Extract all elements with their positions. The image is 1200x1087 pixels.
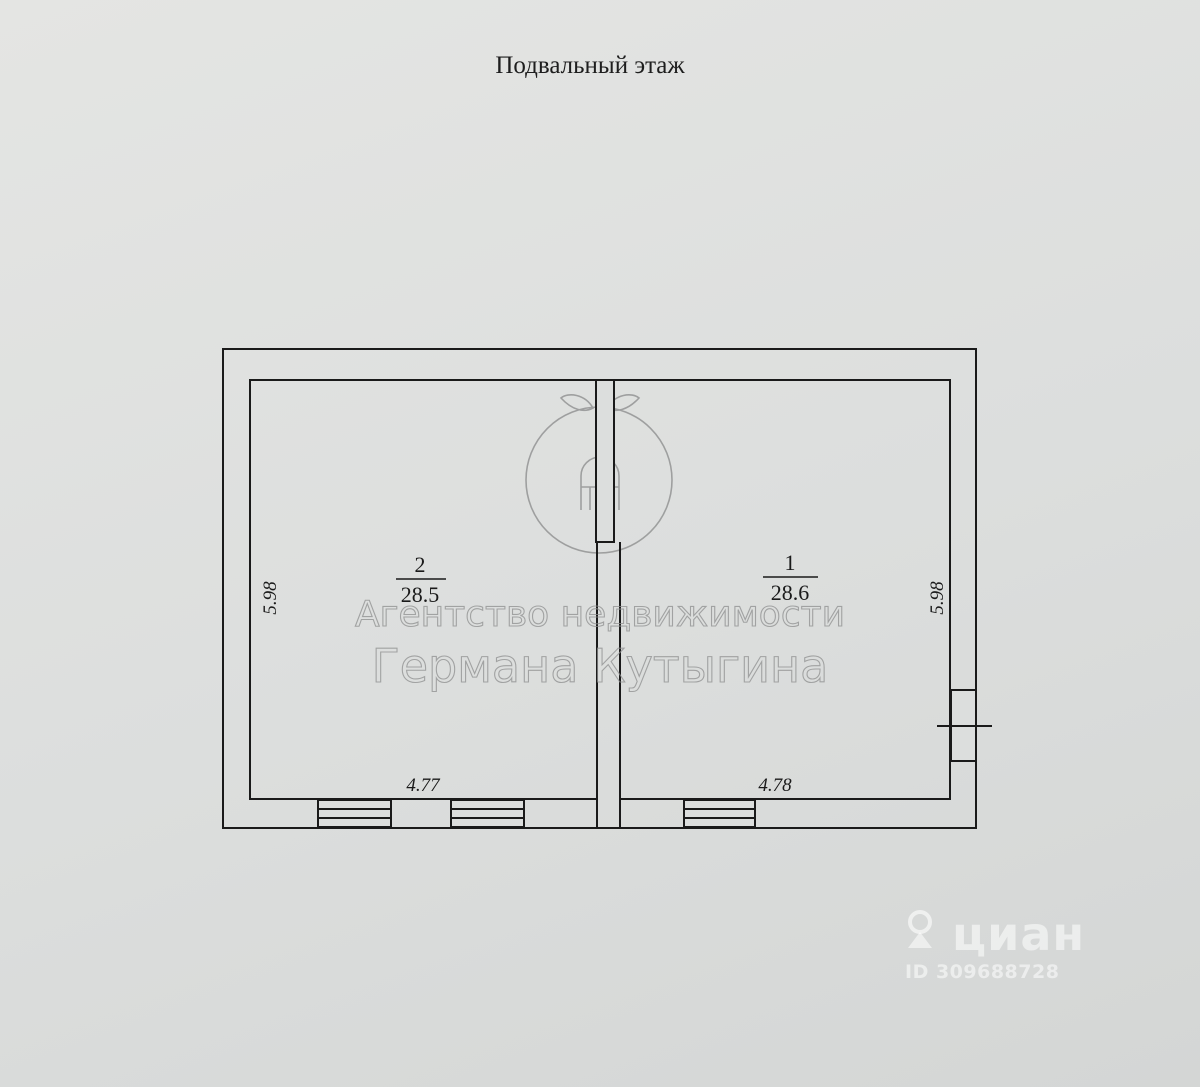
dimension-left-height: 5.98 [260, 581, 281, 615]
agency-watermark-line1: Агентство недвижимости [355, 594, 845, 635]
room-2-area: 28.5 [401, 582, 440, 607]
door-right [937, 689, 992, 762]
outer-wall [222, 348, 977, 829]
window-3 [683, 799, 756, 828]
dimension-right-width: 4.78 [758, 775, 792, 796]
dimension-right-height: 5.98 [927, 581, 948, 615]
room-1-number: 1 [785, 550, 796, 575]
room-1-area: 28.6 [771, 580, 810, 605]
partition-wall [595, 379, 615, 543]
room-2-number: 2 [415, 552, 426, 577]
partition-wall-lower [596, 690, 621, 828]
agency-watermark-line2: Германа Кутыгина [372, 639, 829, 693]
listing-id: ID 309688728 [905, 961, 1060, 983]
location-pin-icon [908, 910, 932, 948]
window-2 [450, 799, 525, 828]
cian-logo-text: циан [952, 907, 1086, 961]
window-1 [317, 799, 392, 828]
cian-watermark: циан ID 309688728 [905, 910, 1085, 983]
plan-title: Подвальный этаж [495, 52, 685, 79]
dimension-left-width: 4.77 [406, 775, 441, 796]
